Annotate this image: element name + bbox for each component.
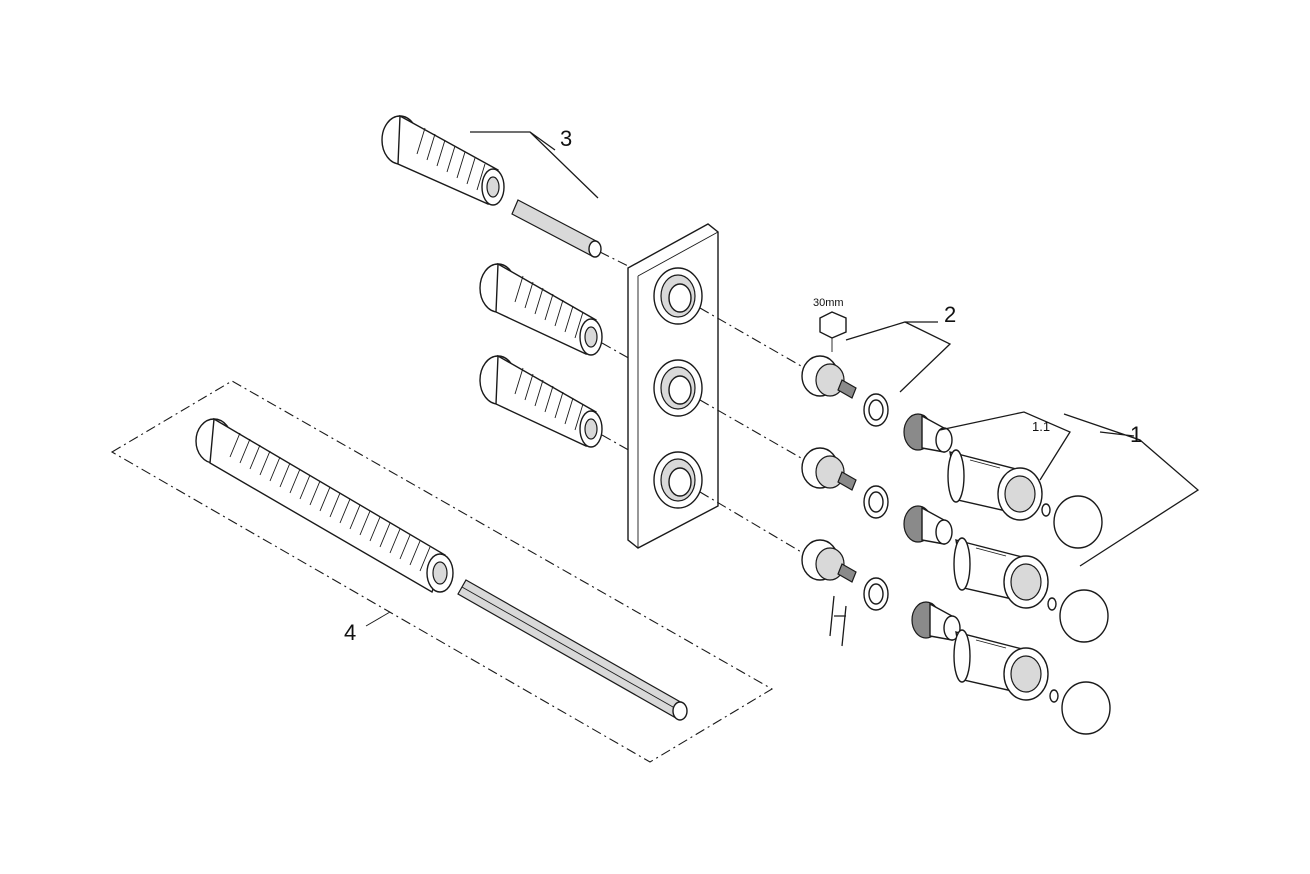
item-4-dash-box [110,380,774,763]
cartridge-2 [801,447,857,491]
handle-sleeve-2 [953,537,1049,609]
item-1-1-label: 1.1 [1032,419,1050,434]
item-4-group: 4 [110,380,774,763]
cap-1 [1053,495,1103,549]
item-2-label: 2 [944,302,956,327]
item-3-spindle [511,199,602,258]
screw-1 [1041,503,1051,517]
item-1-label: 1 [1130,422,1142,447]
item-2-bracket [845,321,952,393]
item-4-leader [365,611,391,627]
screw-3 [1049,689,1059,703]
washer-2 [863,485,889,519]
washer-1 [863,393,889,427]
wrench-size-hex-icon [819,311,847,352]
item-3-label: 3 [560,126,572,151]
cartridge-1 [801,355,857,399]
item-1-group: 1.1 1 [939,411,1200,735]
axis-line-2 [699,399,809,463]
adapter-3 [911,601,961,641]
plate-hole-3 [653,451,703,509]
plate-hole-2 [653,359,703,417]
item-2-group: 30mm 2 [801,297,956,647]
cap-2 [1059,589,1109,643]
item-4-extension-sleeve [195,417,454,594]
item-3-group: 3 [381,114,641,273]
wrench-size-label: 30mm [813,297,844,309]
clip-tool-icon [829,595,847,647]
extension-sleeve-3 [479,354,633,453]
item-3-extension-sleeve [381,114,505,206]
item-1-bracket [939,411,1200,567]
item-4-label: 4 [344,620,356,645]
item-3-bracket [470,131,599,199]
cap-3 [1061,681,1111,735]
screw-2 [1047,597,1057,611]
cover-plate [627,223,719,549]
extension-sleeve-2 [479,262,633,361]
axis-line-1 [699,307,809,371]
adapter-2 [903,505,953,545]
handle-sleeve-1 [947,449,1043,521]
cartridge-3 [801,539,857,647]
plate-hole-1 [653,267,703,325]
axis-line-3 [699,491,809,557]
item-4-spindle [457,579,688,721]
item-4-threads [229,432,431,572]
washer-3 [863,577,889,611]
adapter-1 [903,413,953,453]
handle-sleeve-3 [953,629,1049,701]
item-3-axis [599,251,641,273]
